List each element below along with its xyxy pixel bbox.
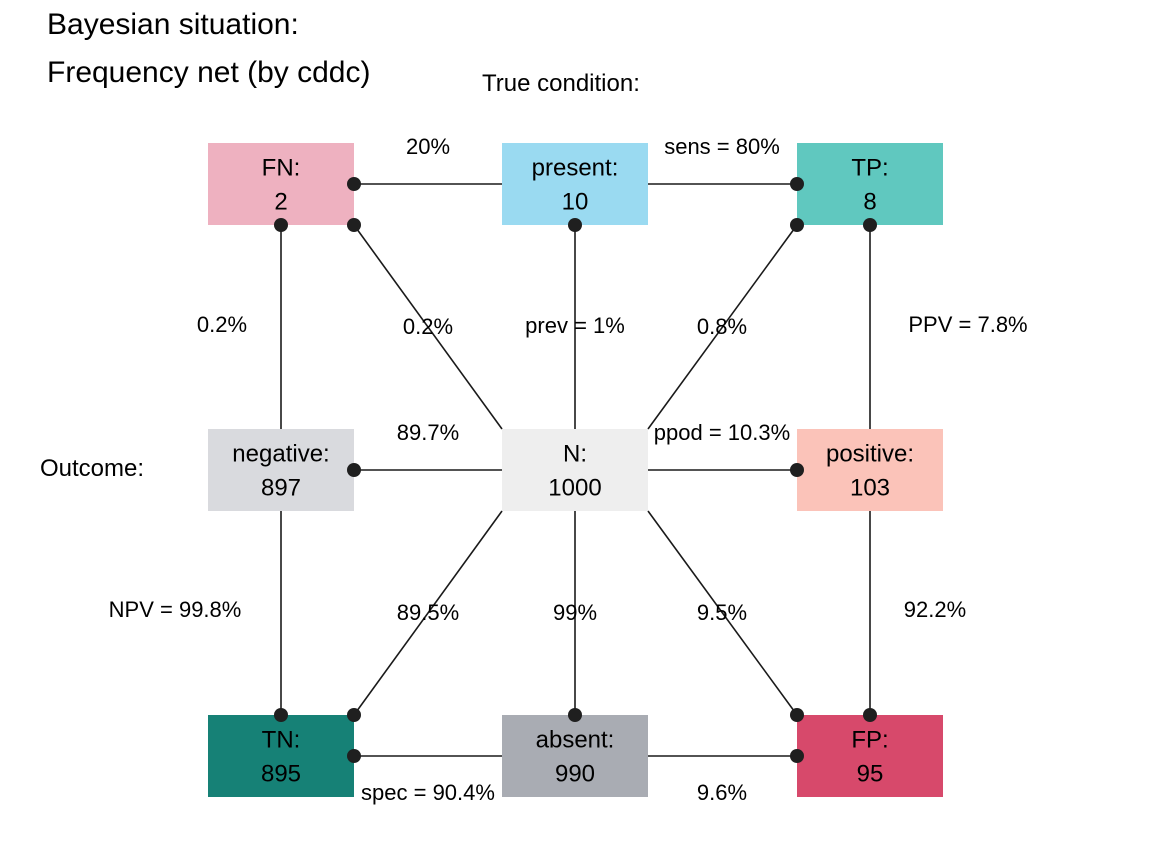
edge-end-dot xyxy=(790,463,804,477)
edge-end-dot xyxy=(568,708,582,722)
edges-layer xyxy=(280,183,871,757)
edge-label: spec = 90.4% xyxy=(361,780,495,805)
edge-label: PPV = 7.8% xyxy=(908,312,1027,337)
edge-label: 0.2% xyxy=(403,314,453,339)
edge-end-dot xyxy=(347,708,361,722)
node-value: 10 xyxy=(562,188,589,215)
node-label: TP: xyxy=(851,154,888,181)
edge-label: 0.8% xyxy=(697,314,747,339)
node-box xyxy=(797,143,943,225)
node-value: 990 xyxy=(555,760,595,787)
node-TP: TP: 8 xyxy=(797,143,943,225)
true-condition-header: True condition: xyxy=(482,70,640,97)
node-box xyxy=(208,429,354,511)
edge-label: NPV = 99.8% xyxy=(109,597,242,622)
edge-label: sens = 80% xyxy=(664,134,780,159)
node-label: FN: xyxy=(262,154,301,181)
node-label: TN: xyxy=(262,726,301,753)
node-box xyxy=(502,143,648,225)
edge-end-dot xyxy=(347,749,361,763)
node-TN: TN: 895 xyxy=(208,715,354,797)
edge-N-FN xyxy=(353,224,503,430)
node-value: 8 xyxy=(863,188,876,215)
node-value: 103 xyxy=(850,474,890,501)
node-label: positive: xyxy=(826,440,914,467)
node-value: 95 xyxy=(857,760,884,787)
edge-end-dot xyxy=(347,218,361,232)
edge-end-dot xyxy=(347,463,361,477)
edge-label: 9.5% xyxy=(697,600,747,625)
node-box xyxy=(208,715,354,797)
node-positive: positive: 103 xyxy=(797,429,943,511)
edge-label: 0.2% xyxy=(197,312,247,337)
title-line-1: Bayesian situation: xyxy=(47,8,299,41)
edge-end-dot xyxy=(347,177,361,191)
node-FP: FP: 95 xyxy=(797,715,943,797)
node-value: 2 xyxy=(274,188,287,215)
node-box xyxy=(502,429,648,511)
edge-label: 9.6% xyxy=(697,780,747,805)
node-present: present: 10 xyxy=(502,143,648,225)
nodes-layer: FN: 2 present: 10 TP: 8 negative: 897 N: 1000 posi… xyxy=(208,143,943,797)
dots-layer xyxy=(274,177,877,763)
node-absent: absent: 990 xyxy=(502,715,648,797)
node-value: 897 xyxy=(261,474,301,501)
node-negative: negative: 897 xyxy=(208,429,354,511)
edge-label: 20% xyxy=(406,134,450,159)
edge-end-dot xyxy=(790,177,804,191)
edge-label: 89.5% xyxy=(397,600,459,625)
node-value: 895 xyxy=(261,760,301,787)
node-label: present: xyxy=(532,154,619,181)
edge-N-FP xyxy=(647,510,798,716)
node-box xyxy=(208,143,354,225)
node-N: N: 1000 xyxy=(502,429,648,511)
outcome-header: Outcome: xyxy=(40,455,145,482)
edge-labels-layer: 20% sens = 80% 0.2% prev = 1% 0.8% 0.2% PPV = … xyxy=(109,134,1028,805)
node-label: FP: xyxy=(851,726,888,753)
edge-end-dot xyxy=(274,708,288,722)
edge-label: 99% xyxy=(553,600,597,625)
edge-N-TP xyxy=(647,224,798,430)
node-FN: FN: 2 xyxy=(208,143,354,225)
edge-N-TN xyxy=(353,510,503,716)
edge-label: 92.2% xyxy=(904,597,966,622)
edge-end-dot xyxy=(790,218,804,232)
title-line-2: Frequency net (by cddc) xyxy=(47,56,371,89)
node-box xyxy=(797,429,943,511)
edge-label: 89.7% xyxy=(397,420,459,445)
node-value: 1000 xyxy=(548,474,601,501)
edge-label: prev = 1% xyxy=(525,313,625,338)
node-label: N: xyxy=(563,440,587,467)
edge-label: ppod = 10.3% xyxy=(654,420,790,445)
edge-end-dot xyxy=(863,218,877,232)
edge-end-dot xyxy=(568,218,582,232)
node-box xyxy=(797,715,943,797)
edge-end-dot xyxy=(790,708,804,722)
edge-end-dot xyxy=(274,218,288,232)
node-box xyxy=(502,715,648,797)
node-label: negative: xyxy=(232,440,329,467)
node-label: absent: xyxy=(536,726,615,753)
edge-end-dot xyxy=(790,749,804,763)
edge-end-dot xyxy=(863,708,877,722)
